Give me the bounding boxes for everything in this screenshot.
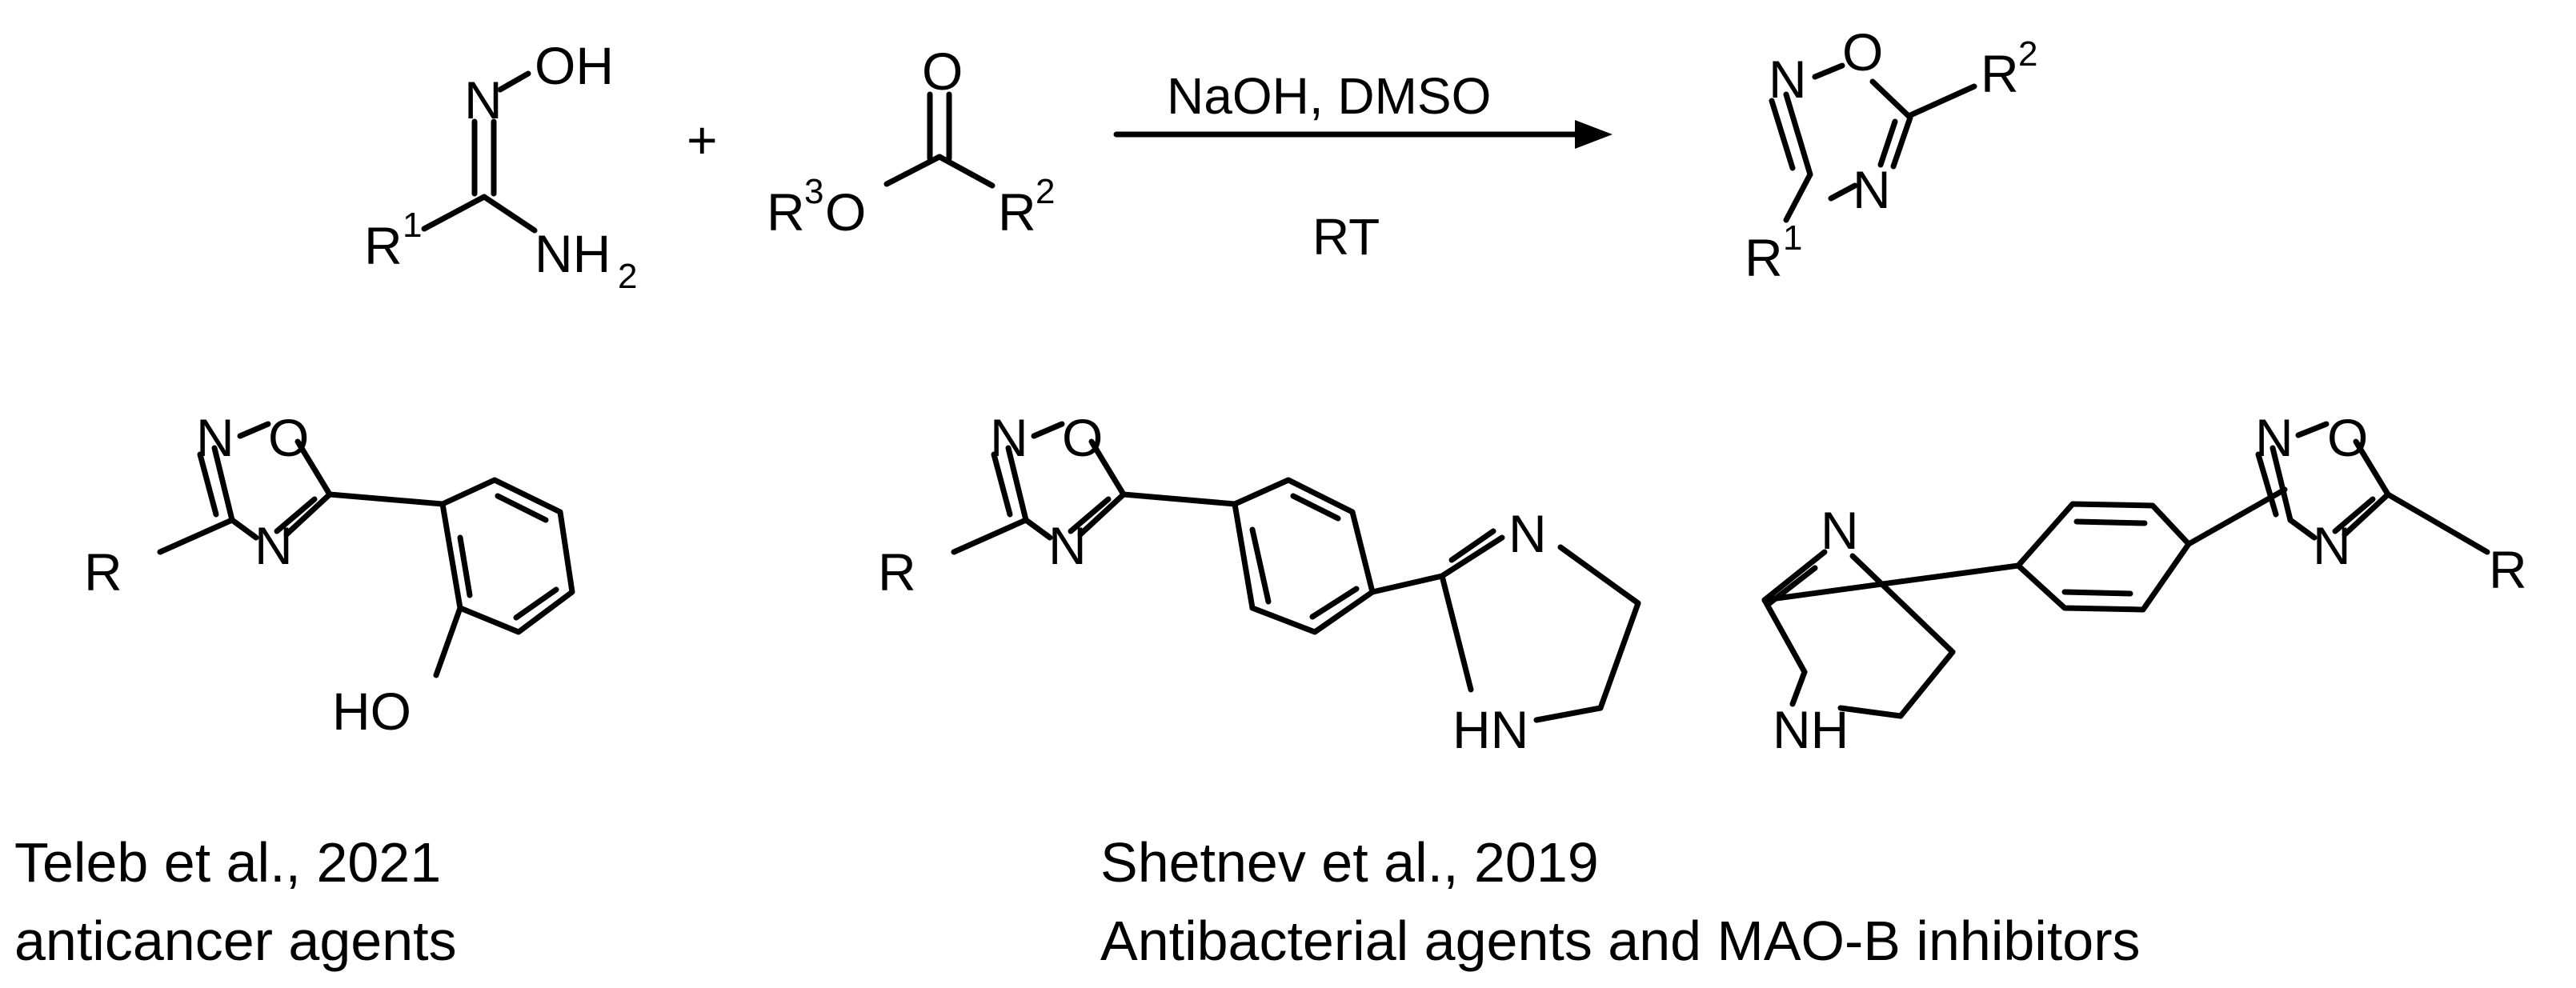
amidoxime-oh-label: OH <box>535 36 614 95</box>
teleb-r-label: R <box>84 542 122 602</box>
teleb-n2-label: N <box>196 408 234 467</box>
shetnev-activity: Antibacterial agents and MAO-B inhibitor… <box>1100 910 2141 972</box>
amidoxime-reactant: N OH R 1 NH 2 <box>364 36 637 296</box>
shetnev-structure-a: N O N R N HN <box>878 408 1641 759</box>
shetnev-b-imidazoline-nh-label: NH <box>1773 700 1849 759</box>
amidoxime-n-label: N <box>464 70 503 130</box>
reaction-arrow <box>1113 120 1613 149</box>
product-oxadiazole: N O N R 2 R 1 <box>1745 22 2037 287</box>
product-r1-label: R <box>1745 228 1783 287</box>
amidoxime-bonds <box>421 70 538 234</box>
ester-r3-label: R <box>767 182 805 242</box>
shetnev-a-imidazoline-hn-label: HN <box>1452 700 1528 759</box>
product-r1-superscript: 1 <box>1783 218 1802 258</box>
shetnev-b-o1-label: O <box>2327 408 2368 467</box>
product-r2-superscript: 2 <box>2018 34 2037 74</box>
ester-carbonyl-o-label: O <box>922 42 963 101</box>
plus-sign: + <box>687 110 718 170</box>
shetnev-a-n2-label: N <box>990 408 1028 467</box>
teleb-bonds <box>157 421 575 678</box>
ester-reactant: O R 3 O R 2 <box>767 42 1055 242</box>
shetnev-a-imidazoline-n-label: N <box>1508 504 1547 563</box>
shetnev-b-n4-label: N <box>2313 516 2351 575</box>
shetnev-a-n4-label: N <box>1048 516 1087 575</box>
shetnev-reference: Shetnev et al., 2019 <box>1100 831 1599 894</box>
shetnev-b-imidazoline-n-label: N <box>1821 501 1859 560</box>
teleb-activity: anticancer agents <box>14 910 457 972</box>
product-n4-label: N <box>1853 160 1891 219</box>
teleb-reference: Teleb et al., 2021 <box>14 831 441 894</box>
shetnev-structure-b: N NH N O N R <box>1761 408 2527 759</box>
teleb-o1-label: O <box>268 408 309 467</box>
ester-o-label: O <box>825 182 866 242</box>
product-o1-label: O <box>1842 22 1883 82</box>
shetnev-a-r-label: R <box>878 542 916 602</box>
shetnev-b-r-label: R <box>2489 540 2527 599</box>
amidoxime-r-label: R <box>364 216 403 275</box>
product-r2-label: R <box>1981 44 2019 103</box>
reaction-conditions: RT <box>1312 208 1380 266</box>
product-bonds <box>1769 62 1977 223</box>
shetnev-a-o1-label: O <box>1062 408 1103 467</box>
teleb-n4-label: N <box>254 516 293 575</box>
product-n2-label: N <box>1769 50 1807 109</box>
shetnev-b-n2-label: N <box>2255 408 2294 467</box>
ester-r2-superscript: 2 <box>1036 172 1055 211</box>
reaction-reagents: NaOH, DMSO <box>1167 67 1491 125</box>
teleb-ho-label: HO <box>332 682 411 741</box>
ester-bonds <box>883 91 996 189</box>
amidoxime-nh-subscript: 2 <box>618 257 637 296</box>
ester-r2-label: R <box>998 182 1036 242</box>
teleb-structure: N O N R HO <box>84 408 575 741</box>
shetnev-a-bonds <box>951 421 1641 723</box>
shetnev-b-bonds <box>1761 421 2490 719</box>
amidoxime-nh-label: NH <box>535 224 611 283</box>
ester-r3-superscript: 3 <box>804 172 823 211</box>
amidoxime-r-superscript: 1 <box>403 206 422 245</box>
